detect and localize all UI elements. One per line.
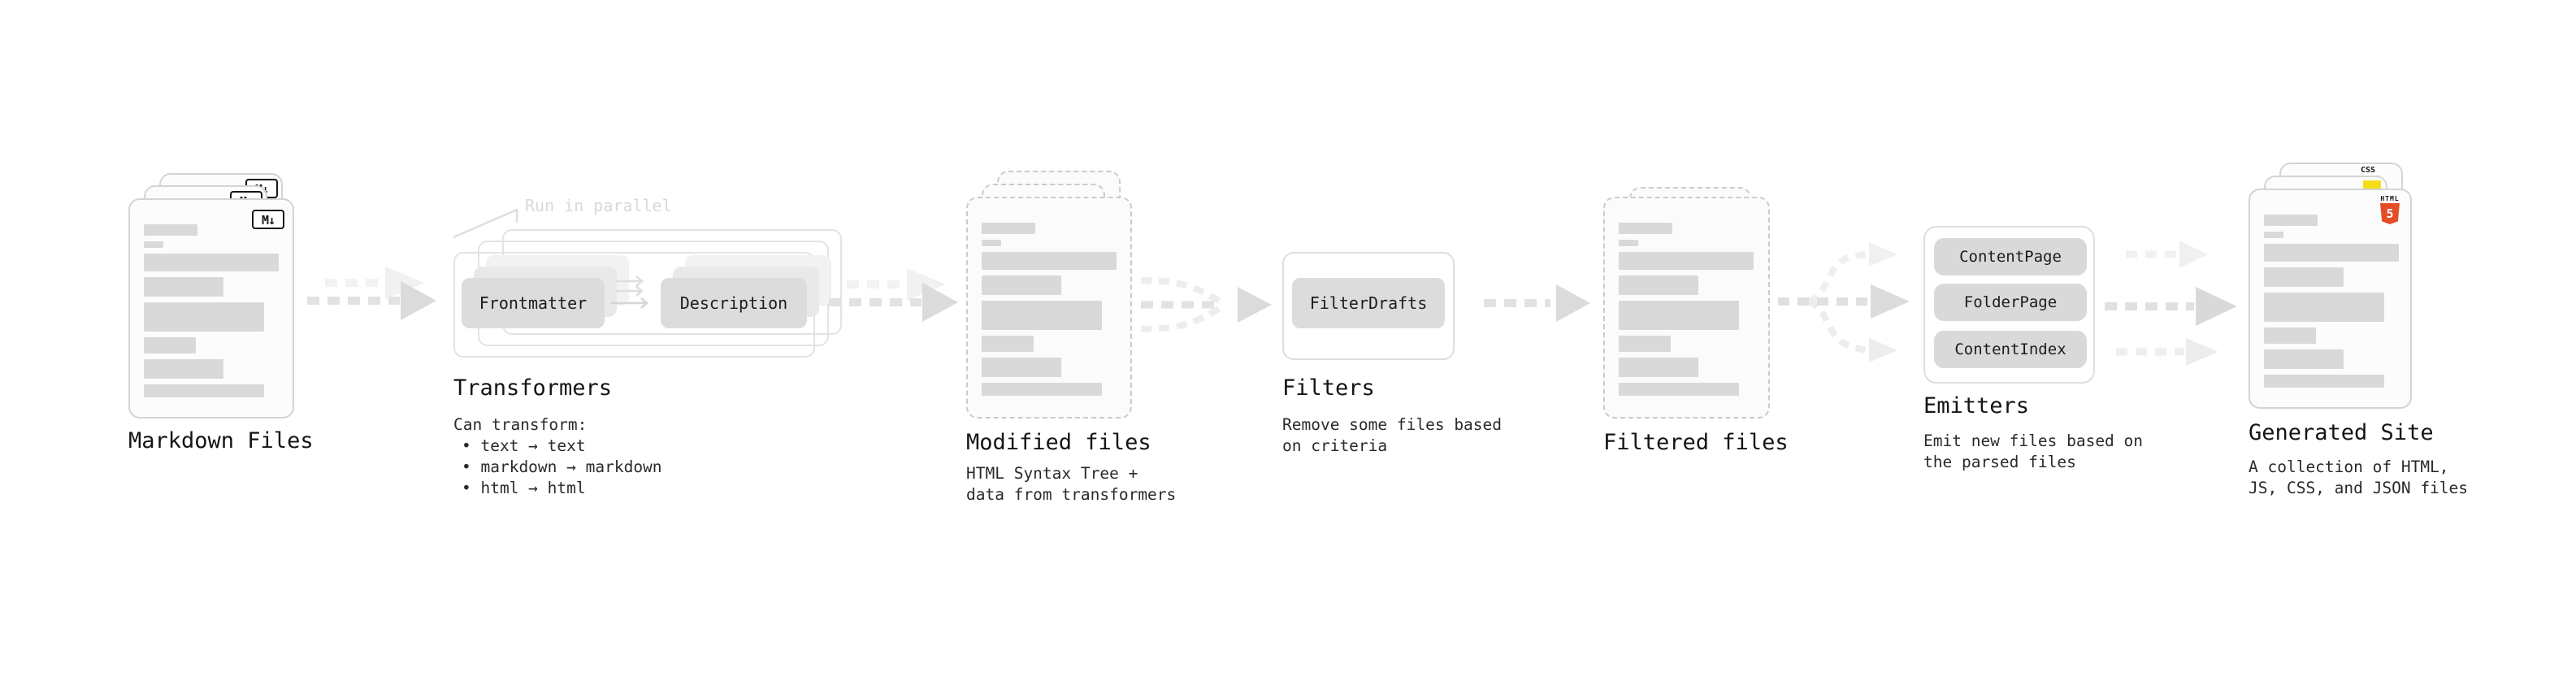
can-transform-heading: Can transform: [453, 415, 588, 434]
modified-file-card-front [966, 197, 1132, 419]
emitters-title: Emitters [1923, 393, 2030, 419]
skeleton-bar [144, 277, 223, 297]
skeleton-bar [982, 252, 1117, 270]
skeleton-bar [982, 223, 1035, 234]
skeleton-bar [1619, 275, 1698, 295]
filters-title: Filters [1282, 375, 1375, 401]
transformers-title: Transformers [453, 375, 613, 401]
emitter-contentpage: ContentPage [1934, 238, 2087, 275]
skeleton-bar [2264, 267, 2344, 287]
skeleton-bar [2264, 375, 2384, 388]
generated-file-card-html: HTML 5 [2249, 189, 2412, 409]
skeleton-bar [2264, 349, 2344, 369]
file-content-skeleton [1619, 223, 1754, 401]
modified-files-subtitle: HTML Syntax Tree + data from transformer… [966, 464, 1177, 504]
skeleton-bar [982, 336, 1034, 352]
javascript-icon [2363, 180, 2381, 190]
skeleton-bar [144, 384, 264, 397]
emitter-contentindex: ContentIndex [1934, 331, 2087, 368]
skeleton-bar [144, 337, 196, 354]
skeleton-bar [144, 241, 163, 248]
skeleton-bar [144, 359, 223, 379]
file-content-skeleton [982, 223, 1117, 401]
skeleton-bar [144, 302, 264, 332]
skeleton-bar [982, 275, 1061, 295]
skeleton-bar [144, 254, 279, 271]
generated-site-title: Generated Site [2249, 420, 2434, 445]
generated-site-subtitle: A collection of HTML, JS, CSS, and JSON … [2249, 458, 2469, 497]
parallel-flow-arrows [611, 275, 648, 309]
skeleton-bar [982, 383, 1102, 396]
filtered-file-card-front [1603, 197, 1770, 419]
emitter-folderpage: FolderPage [1934, 284, 2087, 321]
arrow-markdown-to-transformers [307, 267, 436, 320]
skeleton-bar [2264, 293, 2384, 322]
emitters-subtitle: Emit new files based on the parsed files [1923, 432, 2144, 471]
skeleton-bar [1619, 358, 1698, 377]
filters-subtitle: Remove some files based on criteria [1282, 415, 1503, 455]
skeleton-bar [2264, 232, 2283, 238]
skeleton-bar [1619, 223, 1672, 234]
arrow-transformers-to-modified [829, 268, 958, 322]
arrow-modified-to-filters [1140, 277, 1272, 332]
skeleton-bar [982, 240, 1001, 246]
skeleton-bar [1619, 383, 1739, 396]
skeleton-bar [982, 301, 1102, 330]
modified-files-title: Modified files [966, 430, 1151, 455]
skeleton-bar [144, 224, 197, 236]
skeleton-bar [2264, 244, 2399, 262]
markdown-files-title: Markdown Files [128, 428, 314, 453]
transformer-frontmatter: Frontmatter [462, 278, 605, 328]
markdown-icon: M↓ [252, 210, 284, 229]
file-content-skeleton [2264, 215, 2399, 393]
filter-filterdrafts: FilterDrafts [1292, 278, 1445, 328]
skeleton-bar [1619, 240, 1638, 246]
arrow-filters-to-filtered [1484, 284, 1590, 322]
note-leader-line [453, 208, 518, 239]
skeleton-bar [1619, 252, 1754, 270]
file-content-skeleton [144, 224, 279, 403]
transformer-description: Description [661, 278, 807, 328]
skeleton-bar [2264, 327, 2316, 344]
run-in-parallel-note: Run in parallel [525, 196, 672, 215]
transform-bullet: • markdown → markdown [462, 458, 662, 476]
transform-bullet: • text → text [462, 436, 586, 455]
skeleton-bar [982, 358, 1061, 377]
html5-icon: HTML 5 [2379, 195, 2400, 224]
transformers-description-list: Can transform: • text → text • markdown … [453, 414, 662, 499]
skeleton-bar [2264, 215, 2318, 226]
markdown-file-card-front: M↓ [128, 198, 294, 419]
skeleton-bar [1619, 336, 1671, 352]
transform-bullet: • html → html [462, 479, 586, 497]
filtered-files-title: Filtered files [1603, 430, 1789, 455]
arrow-filtered-to-emitters [1778, 242, 1910, 362]
arrow-emitters-to-generated [2105, 241, 2237, 366]
skeleton-bar [1619, 301, 1739, 330]
